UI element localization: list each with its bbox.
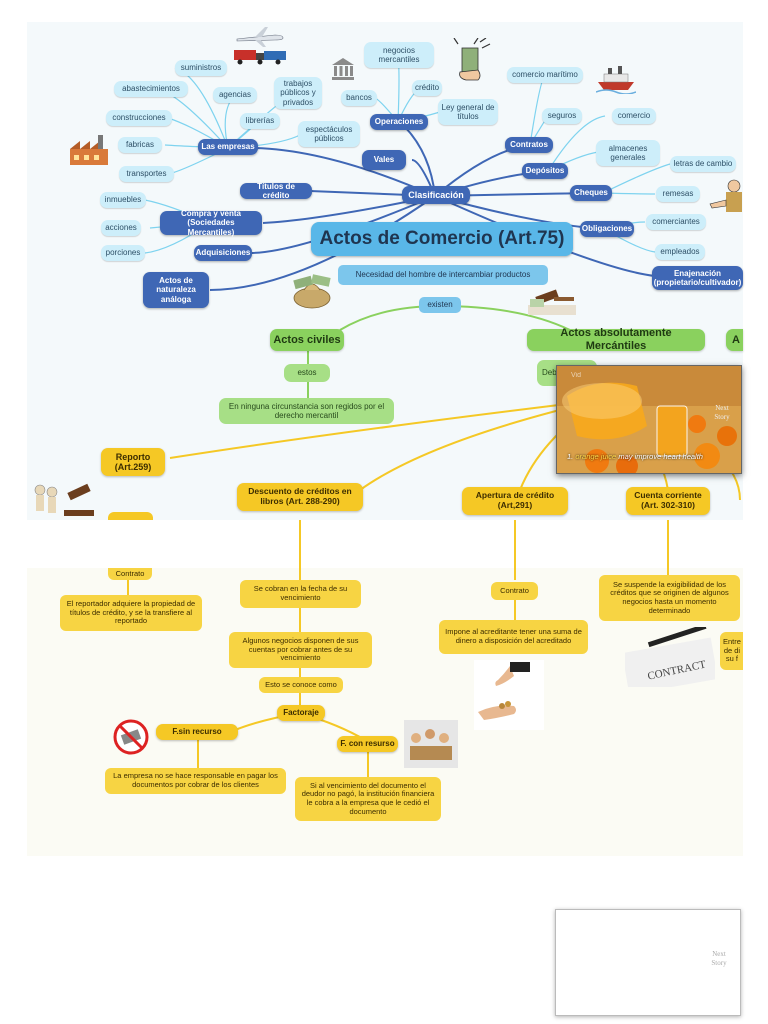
con-resurso-node: F. con resurso — [337, 736, 398, 752]
hands-coins-icon — [474, 660, 544, 730]
librerias-node: librerías — [240, 113, 280, 129]
suministros-node: suministros — [175, 60, 227, 76]
obligaciones-node: Obligaciones — [580, 221, 634, 237]
porciones-node: porciones — [101, 245, 145, 261]
cheques-node: Cheques — [570, 185, 612, 201]
center-title-node: Actos de Comercio (Art.75) — [311, 222, 573, 256]
estos-node: estos — [284, 364, 330, 382]
actos-mercantiles-node: Actos absolutamente Mercántiles — [527, 327, 705, 352]
se-cobran-node: Se cobran en la fecha de su vencimiento — [240, 580, 361, 608]
depositos-node: Depósitos — [522, 163, 568, 179]
esto-se-node: Esto se conoce como — [259, 677, 343, 693]
negocios-node: negocios mercantiles — [364, 42, 434, 68]
enajenacion-node: Enajenación (propietario/cultivador) — [652, 266, 743, 290]
remesas-node: remesas — [656, 186, 700, 202]
contrato-left-node: Contrato — [108, 568, 152, 580]
caption-highlight: orange juice — [575, 452, 617, 461]
descuento-node: Descuento de créditos en libros (Art. 28… — [237, 483, 363, 511]
people-gavel-icon — [34, 483, 94, 516]
meeting-icon — [404, 720, 458, 768]
reporto-node: Reporto (Art.259) — [101, 448, 165, 476]
credito-node: crédito — [412, 80, 442, 96]
existen-node: existen — [419, 297, 461, 313]
trabajos-node: trabajos públicos y privados — [274, 77, 322, 109]
orange-juice-image — [557, 366, 741, 473]
cuenta-node: Cuenta corriente (Art. 302-310) — [626, 487, 710, 515]
agencias-node: agencias — [213, 87, 257, 103]
mercantiles-partial-node: A — [726, 329, 743, 351]
entre-partial-node: Entre de di su f — [720, 632, 743, 670]
algunos-node: Algunos negocios disponen de sus cuentas… — [229, 632, 372, 668]
impone-node: Impone al acreditante tener una suma de … — [439, 620, 588, 654]
money-bag-icon — [293, 274, 331, 309]
inmuebles-node: inmuebles — [100, 192, 146, 208]
video-overlay[interactable]: Vid Next Story 1. orange juice may impro… — [556, 365, 742, 474]
seguros-node: seguros — [542, 108, 582, 124]
contract-icon: CONTRACT — [625, 627, 715, 687]
apertura-node: Apertura de crédito (Art,291) — [462, 487, 568, 515]
next-story-card[interactable]: Next Story — [555, 909, 741, 1016]
bancos-node: bancos — [341, 90, 377, 106]
reporto-stub — [108, 512, 153, 520]
civiles-desc-node: En ninguna circunstancia son regidos por… — [219, 398, 394, 424]
card-next-story[interactable]: Next Story — [711, 950, 727, 968]
empleados-node: empleados — [655, 244, 705, 260]
factoraje-node: Factoraje — [277, 705, 325, 721]
factory-icon — [70, 135, 108, 165]
transportes-node: transportes — [119, 166, 174, 182]
sin-recurso-node: F.sin recurso — [156, 724, 238, 740]
almacenes-node: almacenes generales — [596, 140, 660, 166]
ship-icon — [596, 66, 636, 94]
espectaculos-node: espectáculos públicos — [298, 121, 360, 147]
letras-node: letras de cambio — [670, 156, 736, 172]
actos-naturaleza-node: Actos de naturaleza análoga — [143, 272, 209, 308]
money-hand-icon — [453, 38, 491, 81]
airplane-icon — [236, 27, 284, 47]
contratos-node: Contratos — [505, 137, 553, 153]
reportador-node: El reportador adquiere la propiedad de t… — [60, 595, 202, 631]
bank-icon — [332, 58, 354, 80]
video-caption: 1. orange juice may improve heart health — [567, 452, 703, 461]
no-money-icon — [113, 719, 149, 755]
empresa-no-node: La empresa no se hace responsable en pag… — [105, 768, 286, 794]
video-badge: Vid — [571, 372, 581, 379]
comerciantes-node: comerciantes — [646, 214, 706, 230]
actos-civiles-node: Actos civiles — [270, 329, 344, 351]
video-next-story[interactable]: Next Story — [714, 404, 730, 422]
contrato-mid-node: Contrato — [491, 582, 538, 600]
necesidad-node: Necesidad del hombre de intercambiar pro… — [338, 265, 548, 285]
fabricas-node: fabricas — [118, 137, 162, 153]
adquisiciones-node: Adquisiciones — [194, 245, 252, 261]
caption-rest: may improve heart health — [618, 452, 703, 461]
ley-general-node: Ley general de títulos — [438, 99, 498, 125]
clasificacion-node: Clasificación — [402, 186, 470, 204]
vales-node: Vales — [362, 150, 406, 170]
se-suspende-node: Se suspende la exigibilidad de los crédi… — [599, 575, 740, 621]
acciones-node: acciones — [101, 220, 141, 236]
handshake-person-icon — [709, 179, 742, 212]
construcciones-node: construcciones — [106, 110, 172, 126]
si-al-node: Si al vencimiento del documento el deudo… — [295, 777, 441, 821]
gavel-money-icon — [528, 289, 576, 315]
operaciones-node: Operaciones — [370, 114, 428, 130]
caption-number: 1. — [567, 452, 574, 461]
compra-venta-node: Compra y venta (Sociedades Mercantiles) — [160, 209, 262, 237]
trucks-icon — [234, 50, 286, 65]
comercio-maritimo-node: comercio marítimo — [507, 67, 583, 83]
comercio-node: comercio — [612, 108, 656, 124]
abastecimientos-node: abastecimientos — [114, 81, 188, 97]
titulos-node: Títulos de crédito — [240, 182, 312, 200]
las-empresas-node: Las empresas — [198, 139, 258, 155]
